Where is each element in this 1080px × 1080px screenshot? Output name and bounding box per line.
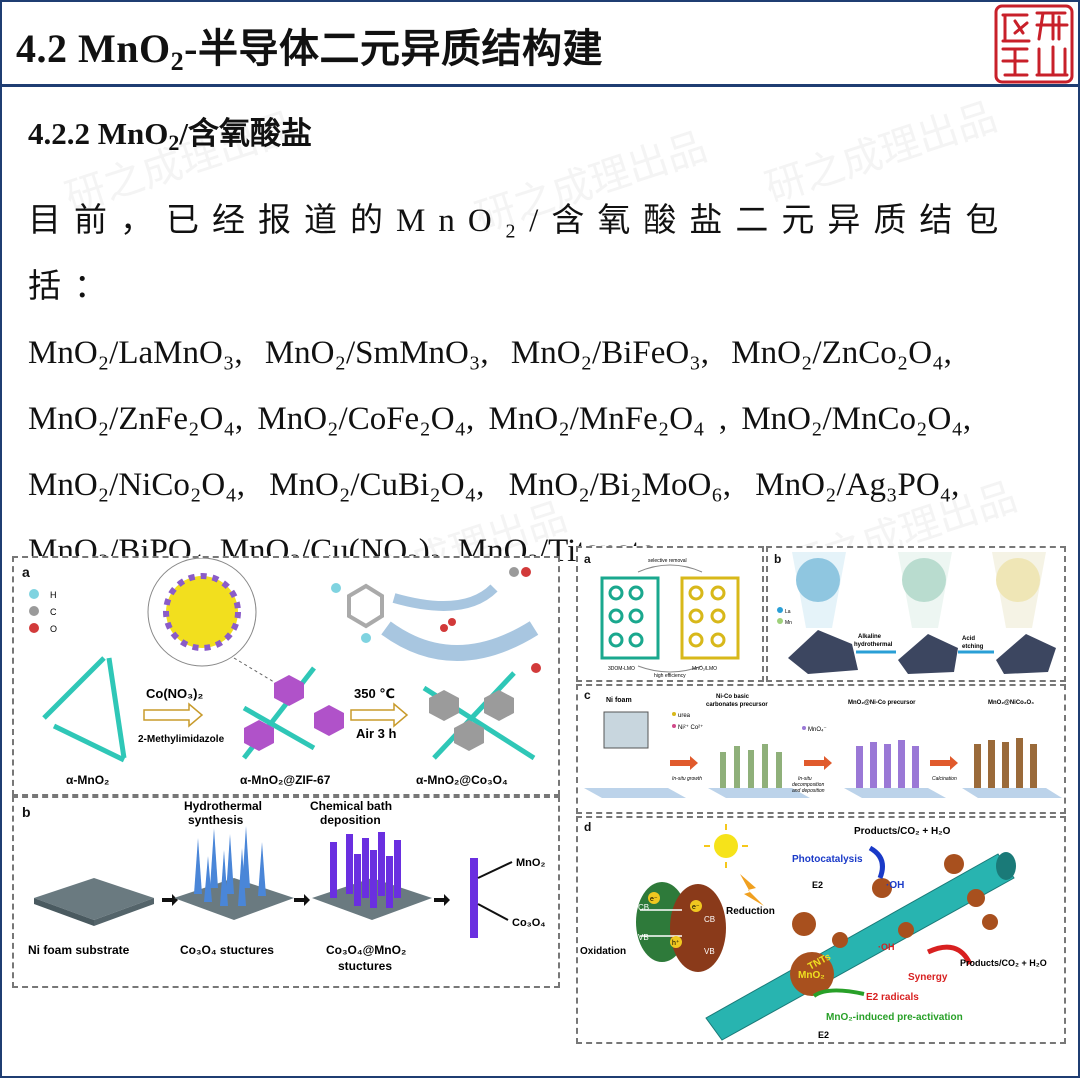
products-right: Products/CO₂ + H₂O xyxy=(960,958,1047,968)
legend-h: H xyxy=(50,590,57,600)
figure-left-panel-a: a H C O Co( xyxy=(12,556,560,796)
hole-label: h⁺ xyxy=(672,939,680,947)
e2-bottom-label: E2 xyxy=(818,1030,829,1040)
left-label: 3DOM-LMO xyxy=(608,666,635,672)
etching-scheme: La Mn Alkaline hydrothermal Acid etching xyxy=(768,548,1064,680)
final-label: MnO₂@NiCo₂O₄ xyxy=(988,700,1034,706)
mn-precursor-label: MnO₂@Ni-Co precursor xyxy=(848,700,916,706)
step2-label: Chemical bath xyxy=(310,799,392,813)
foam-label: Ni foam xyxy=(606,697,632,704)
lmo-scheme: selective removal 3DOM-LMO MnO₂/LMO high… xyxy=(578,548,762,680)
vb-label-1: VB xyxy=(638,933,649,942)
step2-label-3: and deposition xyxy=(792,788,825,794)
bottom-label: high efficiency xyxy=(654,673,686,679)
synergy-label: Synergy xyxy=(908,972,948,983)
output-mno2: MnO₂ xyxy=(516,857,545,869)
figure-left-panel-b: b Hydrothermal synthesis Chem xyxy=(12,796,560,988)
step1-label-2: hydrothermal xyxy=(854,642,893,648)
synthesis-scheme-b: Hydrothermal synthesis Chemical bath dep… xyxy=(14,798,558,986)
electron-1: e⁻ xyxy=(650,896,658,903)
urea-label: urea xyxy=(678,713,691,719)
heterojunction-list: 目前，已经报道的MnO₂/含氧酸盐二元异质结包括： MnO₂/LaMnO₃, M… xyxy=(28,188,1056,584)
precursor-label: Ni-Co basic xyxy=(716,694,750,700)
figure-right-panel-a: a selective removal 3DOM-LMO MnO₂/LMO hi… xyxy=(576,546,764,682)
ions-label: Ni²⁺ Co²⁺ xyxy=(678,724,703,731)
stage1-label: α-MnO₂ xyxy=(66,773,109,787)
compounds-line-1: MnO₂/LaMnO₃, MnO₂/SmMnO₃, MnO₂/BiFeO₃, M… xyxy=(28,320,1056,386)
step2-label: Acid xyxy=(962,636,975,642)
legend-mn: Mn xyxy=(785,620,792,626)
step2-label-2: etching xyxy=(962,644,984,650)
compounds-line-2: MnO₂/ZnFe₂O₄, MnO₂/CoFe₂O₄, MnO₂/MnFe₂O₄… xyxy=(28,386,1056,452)
preactivation-label: MnO₂-induced pre-activation xyxy=(826,1012,963,1023)
hole-label-2: h⁺ xyxy=(650,960,658,968)
photocatalysis-scheme: Products/CO₂ + H₂O Photocatalysis E2 ·OH… xyxy=(578,818,1064,1042)
nico-scheme: Ni foam Ni-Co basic carbonates precursor… xyxy=(578,686,1064,812)
output-co3o4: Co₃O₄ xyxy=(512,917,546,929)
photocatalysis-label: Photocatalysis xyxy=(792,854,863,865)
step1-label: In-situ growth xyxy=(672,776,702,782)
stage3-label: Co₃O₄@MnO₂ xyxy=(326,943,406,957)
top-label: selective removal xyxy=(648,558,687,564)
stage2-label: α-MnO₂@ZIF-67 xyxy=(240,773,331,787)
stage3-label-2: stuctures xyxy=(338,959,392,973)
step3-label: Calcination xyxy=(932,776,957,782)
stage3-label: α-MnO₂@Co₃O₄ xyxy=(416,773,508,787)
synthesis-scheme-a: H C O Co(NO₃)₂ 2-Methyli xyxy=(14,558,558,794)
step2-label-2: deposition xyxy=(320,813,381,827)
mno4-label: MnO₄⁻ xyxy=(808,727,827,733)
oxidation-label: Oxidation xyxy=(580,946,626,957)
e2-top-label: E2 xyxy=(812,880,823,890)
step1-reagent2: 2-Methylimidazole xyxy=(138,734,225,745)
section-subtitle: 4.2.2 MnO2/含氧酸盐 xyxy=(28,108,312,153)
step1-label-2: synthesis xyxy=(188,813,244,827)
legend-o: O xyxy=(50,624,57,634)
step1-reagent: Co(NO₃)₂ xyxy=(146,686,203,701)
stage2-label: Co₃O₄ stuctures xyxy=(180,943,274,957)
cb-label-2: CB xyxy=(704,915,715,924)
e2-radicals-label: E2 radicals xyxy=(866,992,919,1003)
vb-label-2: VB xyxy=(704,947,715,956)
figure-right-panel-b: b La Mn Alkaline hydrothermal Acid etchi… xyxy=(766,546,1066,682)
right-label: MnO₂/LMO xyxy=(692,666,717,672)
legend-la: La xyxy=(785,609,791,615)
figure-right-panel-d: d Products/CO₂ + H₂O Photocatalysis E2 ·… xyxy=(576,816,1066,1044)
slide-title: 4.2 MnO2-半导体二元异质结构建 xyxy=(16,16,603,77)
cb-label-1: CB xyxy=(638,903,649,912)
figure-right-panel-c: c Ni foam Ni-Co basic carbonates precurs… xyxy=(576,684,1066,814)
intro-text: 目前，已经报道的MnO₂/含氧酸盐二元异质结包括： xyxy=(28,188,1056,320)
substrate-label: Ni foam substrate xyxy=(28,943,130,957)
slide-header: 4.2 MnO2-半导体二元异质结构建 xyxy=(0,0,1080,86)
step2-temperature: 350 ℃ xyxy=(354,686,395,701)
precursor-label-2: carbonates precursor xyxy=(706,702,768,708)
oh-radical-mid: ·OH xyxy=(878,942,895,952)
oh-radical-top: ·OH xyxy=(886,880,904,891)
step2-time: Air 3 h xyxy=(356,726,397,741)
step1-label: Hydrothermal xyxy=(184,799,262,813)
mno2-label: MnO₂ xyxy=(798,970,825,981)
reduction-label: Reduction xyxy=(726,906,775,917)
legend-c: C xyxy=(50,607,57,617)
compounds-line-3: MnO₂/NiCo₂O₄, MnO₂/CuBi₂O₄, MnO₂/Bi₂MoO₆… xyxy=(28,452,1056,518)
step1-label: Alkaline xyxy=(858,634,882,640)
electron-2: e⁻ xyxy=(692,904,700,911)
products-top: Products/CO₂ + H₂O xyxy=(854,826,951,837)
seal-logo xyxy=(993,3,1075,85)
